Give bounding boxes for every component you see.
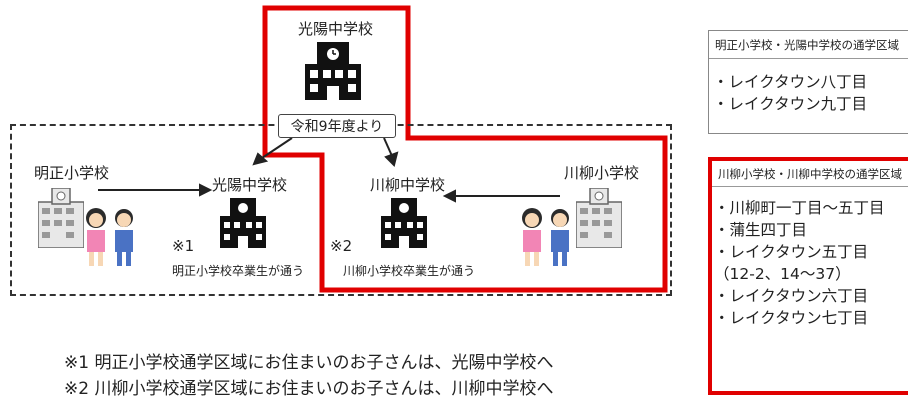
panel2-list: ・川柳町一丁目～五丁目 ・蒲生四丁目 ・レイクタウン五丁目 （12-2、14～3… — [714, 197, 885, 329]
list-item: ・蒲生四丁目 — [714, 221, 808, 239]
center-left-school-label: 光陽中学校 — [212, 176, 288, 194]
top-school-label: 光陽中学校 — [298, 20, 374, 38]
note2-mark: ※2 — [330, 237, 353, 255]
footnote-2: ※2 川柳小学校通学区域にお住まいのお子さんは、川柳中学校へ — [64, 379, 554, 399]
school-building-icon — [220, 198, 266, 248]
list-item: ・レイクタウン八丁目 — [713, 73, 868, 91]
children-icon — [86, 208, 133, 266]
list-item: ・川柳町一丁目～五丁目 — [714, 199, 885, 217]
list-item: ・レイクタウン五丁目 — [714, 243, 869, 261]
list-item: （12-2、14～37） — [714, 265, 851, 283]
panel-meisei-koyo: 明正小学校・光陽中学校の通学区域 ・レイクタウン八丁目 ・レイクタウン九丁目 — [708, 30, 908, 134]
list-item: ・レイクタウン六丁目 — [714, 287, 869, 305]
children-icon — [522, 208, 569, 266]
school-building-icon — [305, 42, 361, 100]
panel-senryu: 川柳小学校・川柳中学校の通学区域 ・川柳町一丁目～五丁目 ・蒲生四丁目 ・レイク… — [708, 157, 908, 395]
list-item: ・レイクタウン七丁目 — [714, 309, 869, 327]
footnote-1: ※1 明正小学校通学区域にお住まいのお子さんは、光陽中学校へ — [64, 353, 554, 373]
panel2-title: 川柳小学校・川柳中学校の通学区域 — [712, 161, 908, 187]
elementary-school-building-icon — [576, 188, 622, 248]
left-elementary-label: 明正小学校 — [34, 164, 110, 182]
note2-text: 川柳小学校卒業生が通う — [343, 264, 476, 278]
from-reiwa-9-bubble: 令和9年度より — [278, 114, 396, 138]
center-school-label: 川柳中学校 — [370, 176, 446, 194]
list-item: ・レイクタウン九丁目 — [713, 95, 868, 113]
panel1-list: ・レイクタウン八丁目 ・レイクタウン九丁目 — [713, 71, 867, 115]
right-elementary-label: 川柳小学校 — [564, 164, 640, 182]
elementary-school-building-icon — [38, 188, 84, 248]
school-building-icon — [381, 198, 427, 248]
note1-mark: ※1 — [172, 237, 195, 255]
panel1-title: 明正小学校・光陽中学校の通学区域 — [709, 31, 908, 59]
note1-text: 明正小学校卒業生が通う — [172, 264, 305, 278]
